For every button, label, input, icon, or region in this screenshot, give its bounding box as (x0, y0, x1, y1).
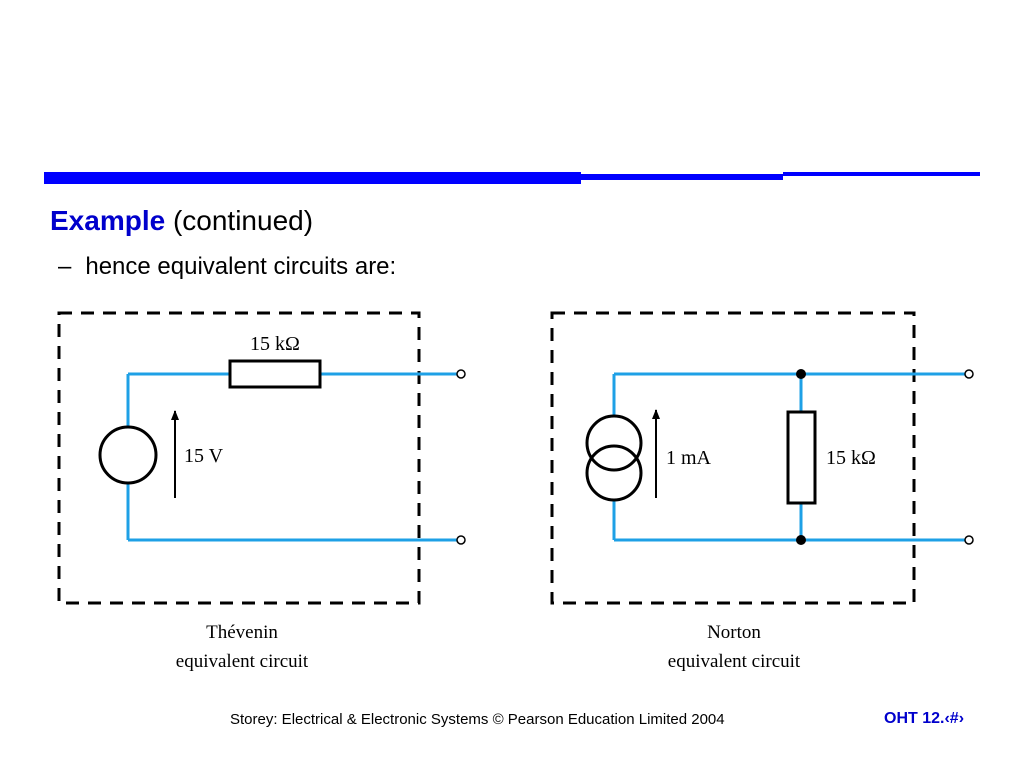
voltage-source (98, 425, 158, 485)
thevenin-boundary (57, 311, 421, 605)
norton-wires (612, 372, 965, 542)
heading-rest: (continued) (172, 205, 314, 236)
voltage-source-label: 15 V (184, 445, 224, 467)
footer-credit: Storey: Electrical & Electronic Systems … (230, 711, 725, 728)
norton-terminal-top (964, 369, 974, 379)
thevenin-wires (126, 372, 457, 542)
thevenin-terminal-bottom (456, 535, 466, 545)
bullet-dash: – (58, 253, 72, 280)
norton-caption-line2: equivalent circuit (668, 651, 801, 672)
title-rule-thick (44, 172, 581, 184)
norton-node-top (796, 369, 806, 379)
norton-boundary (550, 311, 916, 605)
norton-circuit: 1 mA 15 kΩ Norton equivalent circuit (550, 311, 974, 672)
bullet-item: –hence equivalent circuits are: (58, 253, 396, 281)
current-source-lower-ring (585, 444, 643, 502)
title-rule-medium (581, 174, 783, 180)
thevenin-terminal-top (456, 369, 466, 379)
thevenin-resistor (228, 359, 322, 389)
thevenin-circuit: 15 kΩ 15 V Thévenin equivalent circuit (57, 311, 466, 672)
norton-resistor (786, 410, 817, 505)
current-source-label: 1 mA (666, 447, 712, 469)
page-number: OHT 12.‹#› (884, 710, 965, 727)
current-source-upper-ring (585, 414, 643, 472)
heading-accent: Example (50, 205, 166, 236)
norton-resistor-label: 15 kΩ (826, 447, 876, 469)
title-rule-thin (783, 172, 980, 176)
bullet-text: hence equivalent circuits are: (85, 253, 397, 280)
norton-node-bottom (796, 535, 806, 545)
norton-caption-line1: Norton (707, 622, 761, 643)
thevenin-resistor-label: 15 kΩ (250, 333, 300, 355)
thevenin-caption-line2: equivalent circuit (176, 651, 309, 672)
norton-terminal-bottom (964, 535, 974, 545)
slide-heading: Example (continued) (50, 205, 313, 237)
thevenin-caption-line1: Thévenin (206, 622, 278, 643)
